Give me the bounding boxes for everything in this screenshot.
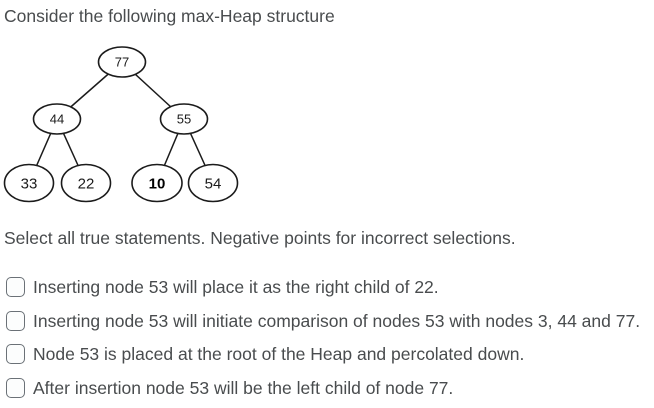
- option-row-2[interactable]: Inserting node 53 will initiate comparis…: [6, 310, 641, 331]
- heap-node-label: 55: [177, 112, 191, 127]
- heap-node-54: 54: [187, 163, 239, 203]
- heap-node-77: 77: [97, 46, 147, 78]
- options-list: Inserting node 53 will place it as the r…: [6, 277, 640, 398]
- question-prompt: Select all true statements. Negative poi…: [4, 228, 516, 248]
- option-2-label: Inserting node 53 will initiate comparis…: [33, 310, 641, 331]
- heap-diagram: 77 44 55 33 22 10 54: [3, 46, 239, 203]
- option-4-label: After insertion node 53 will be the left…: [33, 377, 454, 398]
- heap-node-22: 22: [60, 163, 112, 203]
- option-1-label: Inserting node 53 will place it as the r…: [33, 277, 439, 297]
- heap-node-label: 33: [21, 175, 38, 192]
- option-row-1[interactable]: Inserting node 53 will place it as the r…: [6, 277, 640, 297]
- option-3-label: Node 53 is placed at the root of the Hea…: [33, 344, 525, 364]
- heap-node-label: 10: [149, 175, 166, 192]
- question-title: Consider the following max-Heap structur…: [4, 6, 335, 26]
- heap-node-label: 77: [115, 55, 129, 70]
- heap-node-33: 33: [3, 163, 55, 203]
- heap-node-label: 22: [78, 175, 95, 192]
- heap-node-label: 44: [50, 112, 64, 127]
- option-3-checkbox[interactable]: [6, 344, 25, 364]
- option-1-checkbox[interactable]: [6, 277, 25, 297]
- option-4-checkbox[interactable]: [6, 377, 25, 398]
- heap-node-44: 44: [32, 103, 82, 135]
- heap-node-55: 55: [159, 103, 209, 135]
- option-row-4[interactable]: After insertion node 53 will be the left…: [6, 377, 640, 398]
- heap-node-label: 54: [205, 175, 222, 192]
- heap-node-10: 10: [131, 163, 183, 203]
- option-2-checkbox[interactable]: [6, 310, 25, 331]
- option-row-3[interactable]: Node 53 is placed at the root of the Hea…: [6, 344, 640, 364]
